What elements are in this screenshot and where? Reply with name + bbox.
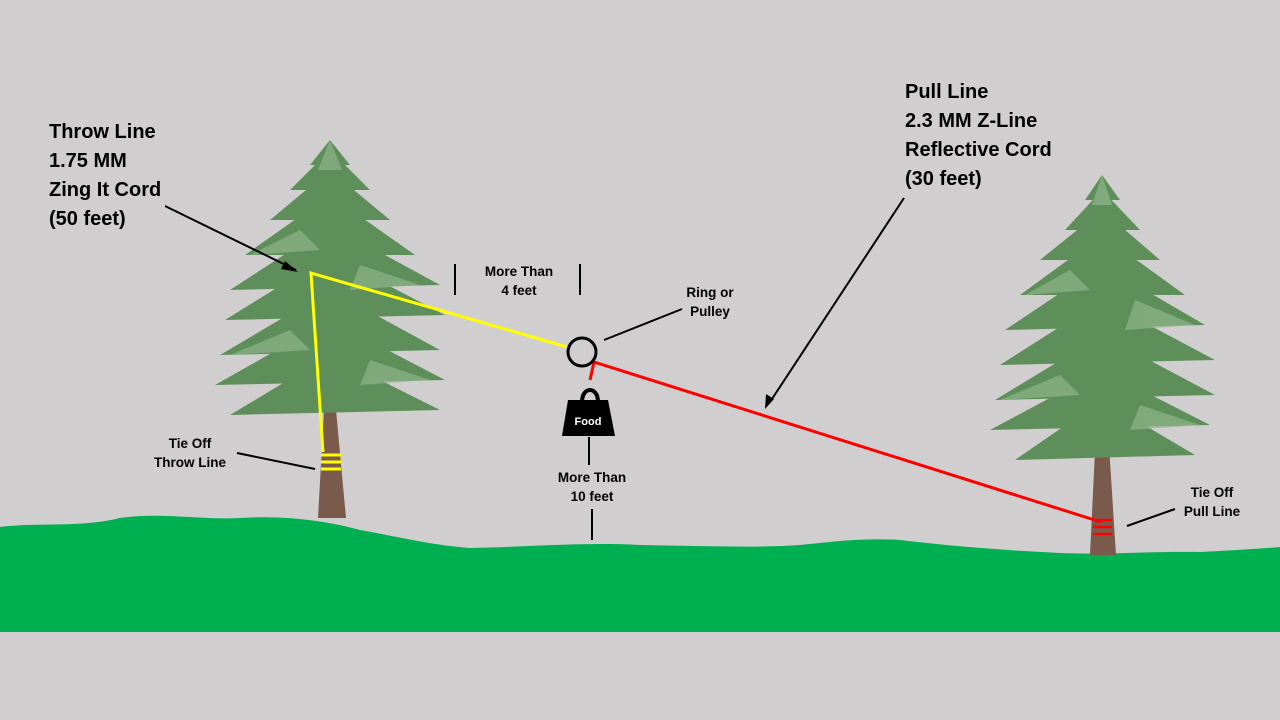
- left-pine-tree-icon: [215, 140, 445, 518]
- throw-line-arrowhead: [281, 261, 298, 272]
- throw-line-pointer: [164, 205, 297, 271]
- more-than-4-feet-label: More Than 4 feet: [484, 264, 554, 298]
- tie-off-throw-pointer: [236, 452, 316, 470]
- ring-pointer: [603, 308, 683, 341]
- throw-line-label: Throw Line 1.75 MM Zing It Cord (50 feet…: [49, 121, 162, 230]
- food-label: Food: [575, 416, 602, 428]
- tie-off-pull-pointer: [1126, 508, 1176, 527]
- food-bag-icon: Food: [562, 388, 615, 436]
- pull-line-arrowhead: [765, 394, 774, 409]
- throw-line-tie-off-wraps: [321, 453, 341, 471]
- pull-line-pointer: [769, 197, 905, 403]
- more-than-10-feet-label: More Than 10 feet: [557, 470, 627, 504]
- tie-off-pull-line-label: Tie Off Pull Line: [1183, 485, 1241, 519]
- ring-or-pulley-label: Ring or Pulley: [686, 285, 734, 319]
- pull-line: [588, 360, 1102, 524]
- right-pine-tree-icon: [990, 175, 1215, 555]
- throw-line: [309, 270, 568, 453]
- ground: [0, 515, 1280, 632]
- pull-line-label: Pull Line 2.3 MM Z-Line Reflective Cord …: [905, 81, 1052, 190]
- tie-off-throw-line-label: Tie Off Throw Line: [154, 436, 226, 470]
- ring-icon: [566, 336, 598, 368]
- pull-line-tie-off-wraps: [1093, 518, 1112, 536]
